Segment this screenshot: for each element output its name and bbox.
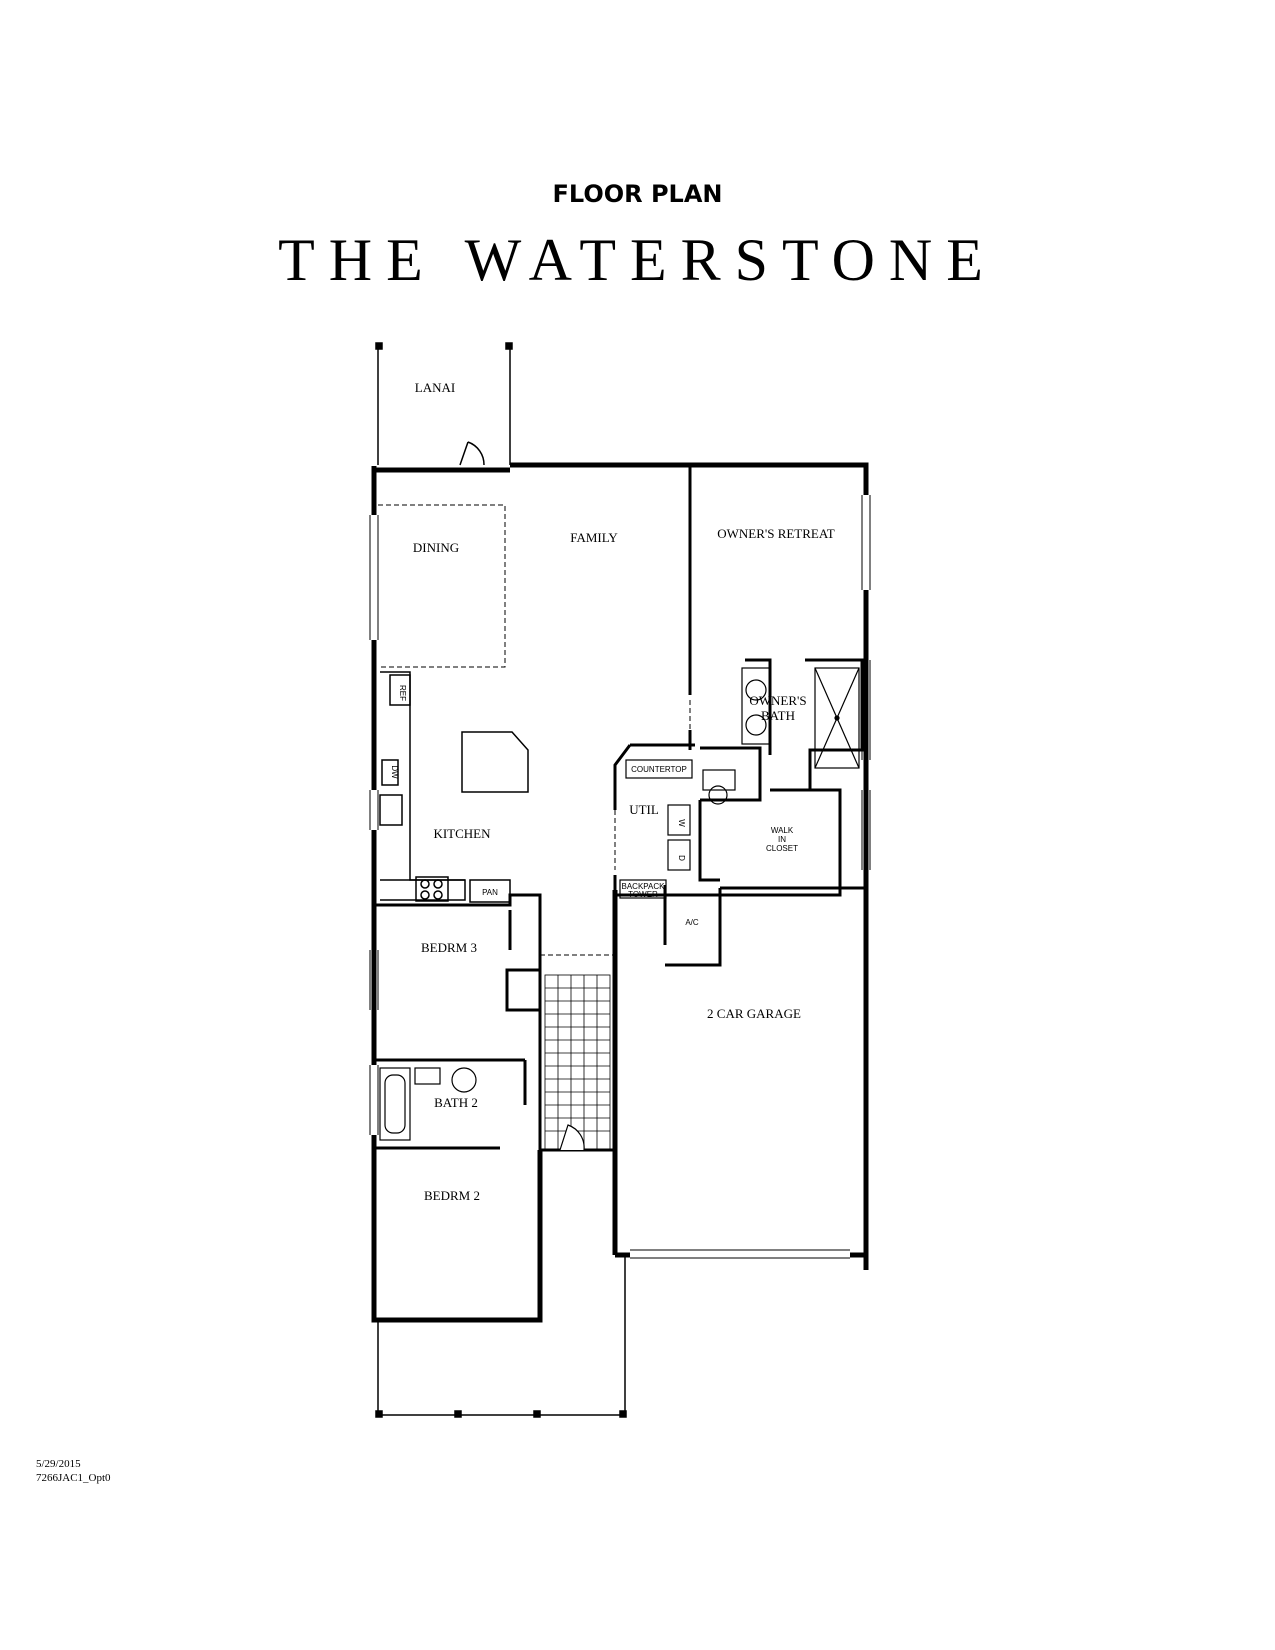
- lanai-outline: [375, 342, 513, 466]
- room-label-owners-bath-2: BATH: [761, 708, 795, 723]
- fixture-label-backpack-1: BACKPACK: [622, 882, 666, 891]
- bath2-fixtures: [379, 1067, 477, 1141]
- room-label-bedrm-2: BEDRM 2: [424, 1188, 480, 1203]
- room-label-walk-in-closet-2: IN: [778, 835, 786, 844]
- utility-fixtures: [619, 759, 693, 899]
- footer-code: 7266JAC1_Opt0: [36, 1472, 111, 1484]
- kitchen-counters: [379, 671, 511, 903]
- kitchen-island: [461, 731, 529, 793]
- room-label-owners-bath-1: OWNER'S: [749, 693, 806, 708]
- fixture-label-backpack-2: TOWER: [628, 890, 658, 899]
- room-label-lanai: LANAI: [415, 380, 455, 395]
- fixture-label-dw: DW: [390, 765, 399, 779]
- fixture-label-pan: PAN: [482, 888, 498, 897]
- room-label-util: UTIL: [629, 802, 659, 817]
- fixture-label-ac: A/C: [685, 918, 699, 927]
- interior-walls: [374, 465, 866, 1152]
- dining-ceiling-outline: [378, 504, 691, 1140]
- fixture-label-dryer: D: [677, 855, 686, 861]
- entry-tile-grid: [544, 974, 611, 1151]
- plan-subtitle: FLOOR PLAN: [552, 180, 723, 208]
- room-label-kitchen: KITCHEN: [433, 826, 491, 841]
- front-porch: [375, 1255, 627, 1418]
- room-label-walk-in-closet-1: WALK: [771, 826, 794, 835]
- room-label-owners-retreat: OWNER'S RETREAT: [717, 526, 835, 541]
- room-label-bath-2: BATH 2: [434, 1095, 478, 1110]
- footer-date: 5/29/2015: [36, 1458, 81, 1470]
- room-label-walk-in-closet-3: CLOSET: [766, 844, 798, 853]
- room-label-family: FAMILY: [570, 530, 618, 545]
- plan-title: THE WATERSTONE: [278, 227, 997, 293]
- room-label-garage: 2 CAR GARAGE: [707, 1006, 801, 1021]
- owners-bath-fixtures: [702, 667, 860, 805]
- front-door-swing: [559, 1124, 585, 1151]
- fixture-label-ref: REF: [398, 685, 407, 701]
- room-label-dining: DINING: [413, 540, 459, 555]
- room-label-bedrm-3: BEDRM 3: [421, 940, 477, 955]
- fixture-label-countertop: COUNTERTOP: [631, 765, 687, 774]
- windows: [369, 495, 871, 1259]
- fixture-label-washer: W: [677, 819, 686, 827]
- exterior-walls: [371, 462, 869, 1323]
